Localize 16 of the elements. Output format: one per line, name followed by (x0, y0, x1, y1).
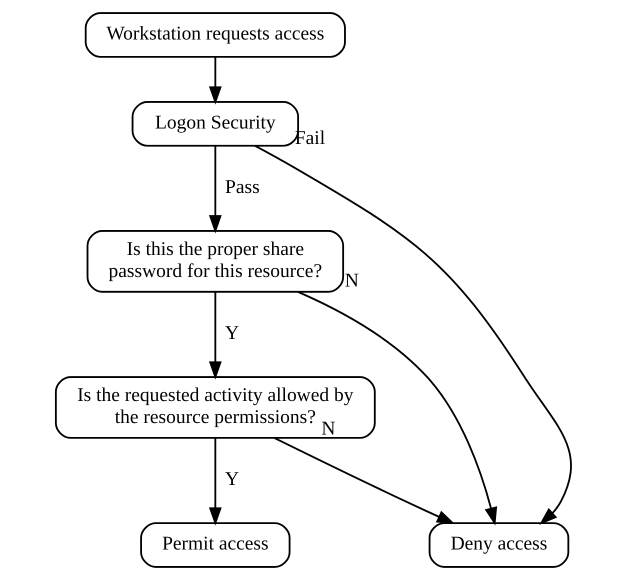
node-box: Workstation requests access (84, 12, 346, 58)
arrow (274, 437, 456, 524)
arrow (298, 291, 498, 526)
edge-label: Y (225, 323, 240, 344)
edge-label: Pass (225, 176, 260, 198)
arrow (208, 146, 222, 234)
node-box: Permit access (140, 522, 290, 568)
node-box: Deny access (428, 522, 570, 568)
arrow (208, 438, 222, 526)
edge-label: N (344, 270, 359, 292)
arrow (208, 57, 222, 105)
node-box: Is this the proper share password for this resource? (86, 230, 344, 293)
arrow (254, 144, 572, 525)
edge-label: Y (225, 469, 240, 490)
edge-label: N (321, 418, 336, 440)
arrow (208, 292, 222, 380)
